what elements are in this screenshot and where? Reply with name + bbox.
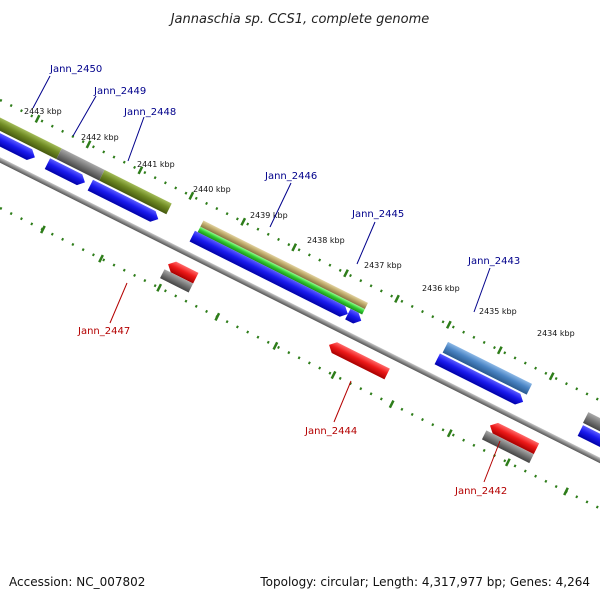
cds-arrow-1[interactable]: [0, 129, 38, 163]
gene-bar-gray-1[interactable]: [56, 148, 105, 181]
lower-tick-ring: [0, 206, 600, 523]
gene-bar-olive-2[interactable]: [99, 169, 172, 215]
kbp-label: 2434 kbp: [537, 329, 575, 338]
cds-arrow-3[interactable]: [87, 179, 161, 225]
kbp-label: 2437 kbp: [364, 261, 402, 270]
kbp-labels: 2443 kbp 2442 kbp 2441 kbp 2440 kbp 2439…: [24, 107, 575, 338]
gene-label-reverse[interactable]: Jann_2447: [77, 326, 130, 337]
gene-bar-green[interactable]: [197, 226, 365, 315]
gene-label-forward[interactable]: Jann_2445: [351, 209, 404, 220]
genome-backbone: [0, 153, 600, 481]
accession-text: Accession: NC_007802: [9, 575, 145, 589]
kbp-label: 2440 kbp: [193, 185, 231, 194]
kbp-label: 2441 kbp: [137, 160, 175, 169]
rev-gene-red-1[interactable]: [165, 259, 199, 284]
gene-label-reverse[interactable]: Jann_2442: [454, 486, 507, 497]
gene-bar-tan[interactable]: [200, 220, 368, 310]
gene-label-forward[interactable]: Jann_2443: [467, 256, 520, 267]
gene-label-forward[interactable]: Jann_2449: [93, 86, 146, 97]
forward-gene-labels: Jann_2450 Jann_2449 Jann_2448 Jann_2446 …: [32, 64, 520, 313]
cds-arrow-6[interactable]: [434, 353, 526, 407]
rev-gene-gray-1[interactable]: [160, 269, 194, 293]
kbp-label: 2436 kbp: [422, 284, 460, 293]
kbp-label: 2439 kbp: [250, 211, 288, 220]
kbp-label: 2442 kbp: [81, 133, 119, 142]
cds-arrow-4[interactable]: [189, 230, 351, 320]
cds-arrow-7[interactable]: [577, 425, 600, 463]
cds-arrow-2[interactable]: [44, 158, 88, 188]
gene-label-forward[interactable]: Jann_2446: [264, 171, 317, 182]
reverse-gene-labels: Jann_2447 Jann_2444 Jann_2442: [77, 282, 507, 497]
rev-gene-gray-2[interactable]: [481, 430, 534, 464]
kbp-label: 2443 kbp: [24, 107, 62, 116]
kbp-label: 2435 kbp: [479, 307, 517, 316]
kbp-label: 2438 kbp: [307, 236, 345, 245]
gene-features: [0, 117, 600, 464]
upper-tick-ring: [0, 98, 600, 415]
gene-bar-gray-2[interactable]: [583, 412, 600, 450]
map-title: Jannaschia sp. CCS1, complete genome: [168, 12, 430, 27]
gene-bar-steel[interactable]: [442, 341, 533, 395]
gene-bar-olive-1[interactable]: [0, 117, 62, 160]
topology-summary: Topology: circular; Length: 4,317,977 bp…: [259, 575, 590, 589]
cds-arrow-5[interactable]: [345, 308, 364, 326]
rev-gene-red-2[interactable]: [326, 340, 390, 380]
gene-label-forward[interactable]: Jann_2450: [49, 64, 102, 75]
rev-gene-red-3[interactable]: [487, 420, 540, 455]
gene-label-forward[interactable]: Jann_2448: [123, 107, 176, 118]
gene-label-reverse[interactable]: Jann_2444: [304, 426, 357, 437]
